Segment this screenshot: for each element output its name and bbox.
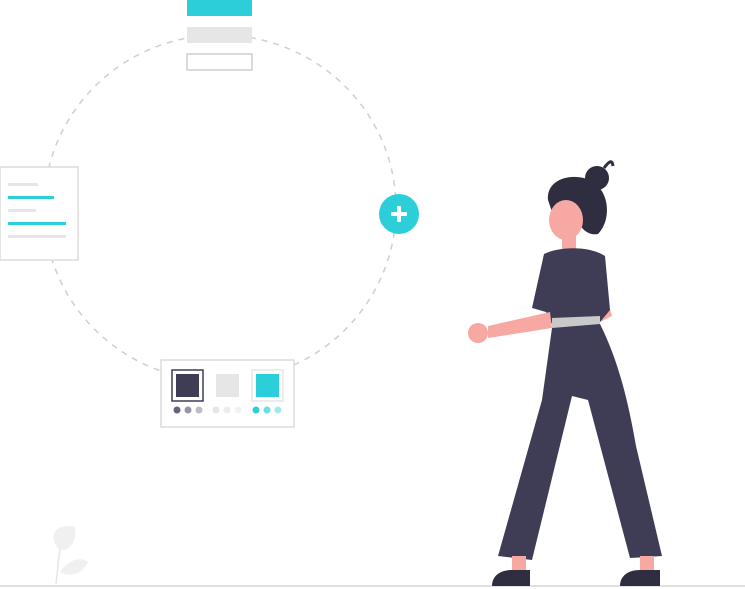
woman-figure bbox=[468, 160, 662, 586]
torso bbox=[532, 248, 610, 324]
left-ankle bbox=[512, 556, 526, 570]
right-shoe bbox=[620, 570, 660, 586]
leaf-icon bbox=[53, 526, 88, 585]
right-ankle bbox=[640, 556, 654, 570]
swatch-dots-accent bbox=[252, 406, 282, 414]
swatch-accent[interactable] bbox=[251, 369, 284, 402]
document-card bbox=[0, 166, 79, 261]
hair-strand bbox=[602, 160, 615, 169]
top-card-stack bbox=[186, 0, 253, 71]
top-card-outline-bar bbox=[186, 53, 253, 71]
swatch-gray[interactable] bbox=[216, 374, 239, 397]
document-card-frame bbox=[0, 166, 79, 261]
document-line-2 bbox=[8, 196, 54, 199]
swatch-dark[interactable] bbox=[171, 369, 204, 402]
document-line-3 bbox=[8, 209, 36, 212]
extended-arm bbox=[488, 312, 552, 338]
dashed-orbit-ring bbox=[43, 34, 397, 382]
face bbox=[549, 200, 583, 240]
swatch-dots-gray bbox=[212, 406, 242, 414]
plus-icon bbox=[391, 206, 407, 222]
top-card-accent-bar bbox=[187, 0, 252, 16]
neck bbox=[562, 236, 576, 252]
add-button[interactable] bbox=[379, 194, 419, 234]
document-line-5 bbox=[8, 235, 66, 238]
hand bbox=[468, 323, 488, 343]
legs bbox=[498, 324, 662, 560]
top-card-gray-bar bbox=[187, 27, 252, 43]
left-shoe bbox=[492, 570, 530, 586]
color-palette-card bbox=[160, 359, 295, 428]
document-line-1 bbox=[8, 183, 38, 186]
document-line-4 bbox=[8, 222, 66, 225]
swatch-dots-dark bbox=[173, 406, 203, 414]
